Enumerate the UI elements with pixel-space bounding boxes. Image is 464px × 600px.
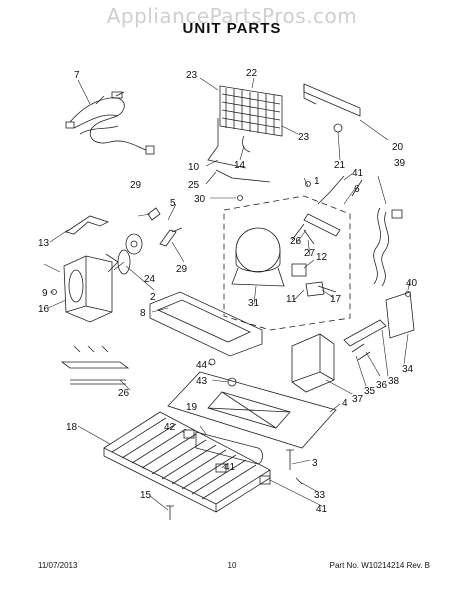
footer-page-number: 10 <box>227 561 237 570</box>
base-plate-4 <box>167 371 337 449</box>
callout-39: 40 <box>406 278 418 289</box>
callout-11: 11 <box>286 294 297 305</box>
callout-35: 36 <box>376 380 388 391</box>
leader-lines <box>43 77 411 511</box>
callout-5: 5 <box>170 198 176 209</box>
callout-25: 25 <box>188 180 200 191</box>
tube-10 <box>207 118 247 169</box>
callout-20: 20 <box>392 142 404 153</box>
callout-26: 26 <box>118 388 130 399</box>
callout-8: 8 <box>140 308 146 319</box>
compressor-assembly-box <box>223 195 351 331</box>
drain-pan-8 <box>149 291 263 357</box>
condenser-22 <box>219 85 283 137</box>
bracket-29 <box>159 227 183 247</box>
clip-29 <box>147 207 161 221</box>
callout-12: 12 <box>316 252 328 263</box>
clip-41b <box>259 475 271 485</box>
callout-3: 3 <box>312 458 318 469</box>
callout-22: 22 <box>246 68 258 79</box>
callout-42: 42 <box>164 422 176 433</box>
callout-18: 18 <box>66 422 78 433</box>
callout-23a: 23 <box>186 70 198 81</box>
callout-6: 6 <box>354 184 360 195</box>
callout-29b: 29 <box>176 264 188 275</box>
fan-motor-2 <box>105 249 131 275</box>
callout-33: 34 <box>402 364 414 375</box>
callout-9: 9 <box>42 288 48 299</box>
screw-3 <box>286 449 294 470</box>
footer-date: 11/07/2013 <box>38 561 78 570</box>
bracket-13 <box>65 215 110 235</box>
bracket-20 <box>303 83 361 117</box>
grille-18 <box>103 411 271 513</box>
callout-15: 15 <box>140 490 152 501</box>
fan-shroud-16 <box>63 255 113 323</box>
callout-30: 31 <box>248 298 260 309</box>
callout-17: 17 <box>330 294 342 305</box>
callout-40: 41 <box>352 168 364 179</box>
screw-21 <box>333 123 343 133</box>
callout-14: 14 <box>234 160 246 171</box>
overload-11 <box>305 281 325 297</box>
control-box-36 <box>291 333 335 393</box>
rail-26 <box>60 345 130 385</box>
fan-blade-24 <box>125 233 143 255</box>
callout-23b: 23 <box>298 132 310 143</box>
callout-28: 27 <box>304 248 316 259</box>
bracket-37 <box>343 319 387 347</box>
tube-25 <box>215 169 271 183</box>
callout-13: 13 <box>38 238 50 249</box>
screw-32 <box>295 477 303 485</box>
callout-34: 35 <box>364 386 376 397</box>
callout-16: 16 <box>38 304 50 315</box>
callout-1: 1 <box>314 176 320 187</box>
callout-21: 21 <box>334 160 346 171</box>
relay-12 <box>291 263 307 277</box>
callout-29a: 29 <box>130 180 142 191</box>
wire-harness-38 <box>373 207 403 287</box>
screw-1 <box>305 181 311 187</box>
footer-part-number: Part No. W10214214 Rev. B <box>329 561 430 570</box>
compressor-30 <box>231 227 285 287</box>
callout-24: 24 <box>144 274 156 285</box>
callout-44: 44 <box>196 360 208 371</box>
bracket-35 <box>351 343 371 361</box>
callout-32: 33 <box>314 490 326 501</box>
screw-31 <box>237 195 243 201</box>
callout-36: 37 <box>352 394 364 405</box>
tube-14 <box>242 135 251 153</box>
callout-27: 26 <box>290 236 302 247</box>
callout-10: 10 <box>188 162 200 173</box>
callout-37: 38 <box>388 376 400 387</box>
callout-43: 43 <box>196 376 208 387</box>
watermark: AppliancePartsPros.com <box>106 4 358 28</box>
page-title: UNIT PARTS <box>182 20 282 37</box>
callout-7: 7 <box>74 70 80 81</box>
callout-19: 19 <box>186 402 198 413</box>
callout-4: 4 <box>342 398 348 409</box>
screw-44 <box>208 358 216 366</box>
wire-17 <box>317 285 337 293</box>
callout-31: 30 <box>194 194 206 205</box>
callout-2: 2 <box>150 292 156 303</box>
wire-harness-7 <box>65 91 155 155</box>
tube-6 <box>317 175 345 205</box>
callout-38: 39 <box>394 158 406 169</box>
callout-41a: 41 <box>224 462 236 473</box>
screw-15 <box>166 505 174 520</box>
electrical-box-33 <box>385 291 415 339</box>
screw-39 <box>405 291 411 297</box>
callout-41b: 41 <box>316 504 328 515</box>
tube-40 <box>351 179 363 197</box>
clip-42 <box>183 429 195 439</box>
filter-drier-27 <box>291 213 341 245</box>
